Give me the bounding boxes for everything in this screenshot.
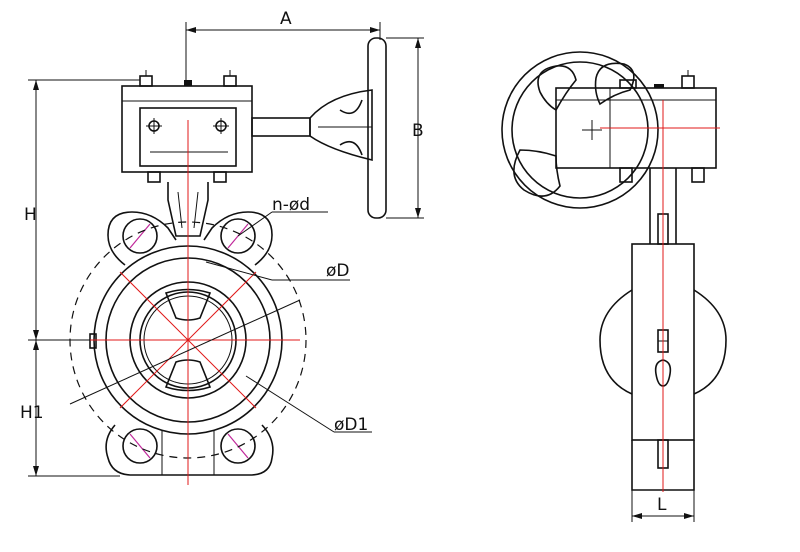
label-h1: H1	[20, 403, 44, 423]
label-h: H	[24, 205, 37, 225]
disc-bottom-boss	[164, 359, 212, 392]
top-lugs	[107, 211, 273, 266]
label-l: L	[657, 495, 667, 515]
gearbox-front	[121, 70, 253, 183]
dimension-a: A	[185, 9, 381, 82]
gearbox-side	[555, 70, 717, 183]
label-bolt-holes: n-ød	[272, 195, 310, 215]
dimension-b: B	[386, 37, 424, 219]
dimension-h1: H1	[20, 340, 120, 477]
leader-lines	[69, 211, 372, 433]
handwheel-edge	[367, 37, 387, 219]
bottom-lugs	[105, 424, 274, 476]
front-view	[69, 37, 387, 485]
label-a: A	[280, 9, 292, 29]
handwheel-face	[501, 51, 659, 209]
dimension-l: L	[631, 490, 695, 522]
disc-top-boss	[164, 288, 212, 321]
label-b: B	[412, 121, 424, 141]
side-view	[501, 51, 727, 492]
label-diameter-d: øD	[326, 261, 350, 281]
dimension-h: H	[24, 79, 140, 341]
gear-shaft	[251, 89, 373, 162]
label-diameter-d1: øD1	[334, 415, 368, 435]
